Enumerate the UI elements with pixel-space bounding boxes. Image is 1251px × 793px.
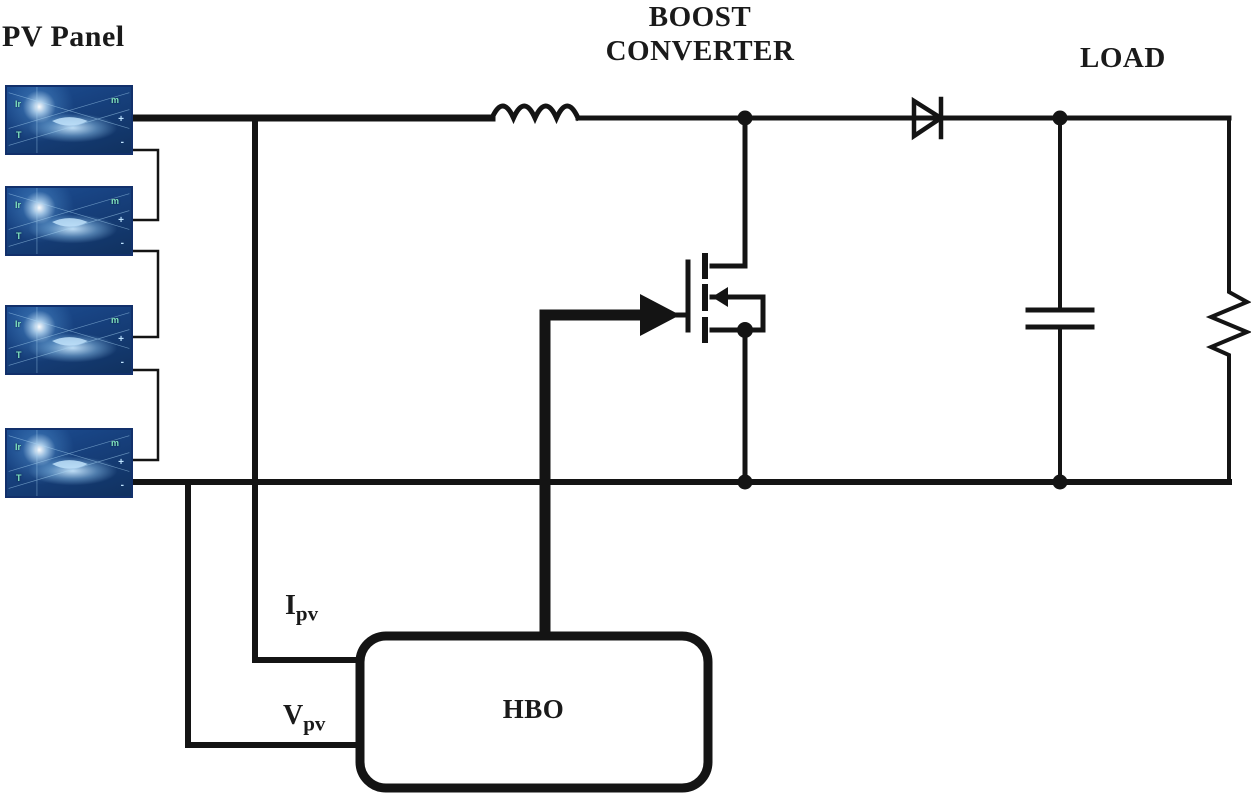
pv-panel-input-label-ir-2: Ir	[15, 200, 22, 210]
pv-panel-plus-4: +	[118, 457, 124, 468]
junction-dot-mosfet-source-bulk	[737, 322, 753, 338]
hbo-controller-box[interactable]	[355, 631, 713, 793]
wire-pv1-pv2	[131, 148, 160, 222]
inductor-symbol	[488, 103, 582, 125]
hbo-controller-label: HBO	[502, 694, 565, 724]
pv-panel-block-4[interactable]: Ir T m + -	[5, 428, 133, 498]
resistor-symbol	[1205, 283, 1251, 362]
pv-panel-graphic-2	[8, 188, 130, 254]
junction-dot-cap-ground	[1052, 474, 1068, 490]
pv-panel-port-t-4	[5, 478, 7, 482]
boost-title-line1: BOOST	[648, 1, 752, 33]
pv-panel-minus-4: -	[120, 480, 124, 491]
boost-title-line2: CONVERTER	[605, 35, 795, 68]
signal-label-vpv-sub: pv	[303, 711, 326, 736]
pv-panel-port-minus-2	[131, 248, 133, 256]
pv-panel-output-label-m-4: m	[110, 438, 119, 448]
gate-drive-arrowhead	[640, 294, 680, 336]
section-title-boost-converter: BOOST CONVERTER	[560, 0, 840, 68]
junction-dot-mosfet-ground	[737, 474, 753, 490]
wire-pv3-pv4	[131, 368, 160, 462]
pv-panel-port-plus-1	[131, 116, 133, 124]
pv-panel-port-plus-2	[131, 217, 133, 225]
pv-panel-plus-2: +	[118, 215, 124, 226]
pv-panel-port-t-1	[5, 135, 7, 139]
diode-triangle	[911, 96, 946, 141]
pv-panel-port-m-arrow-2	[131, 192, 133, 208]
signal-label-ipv: Ipv	[285, 590, 318, 624]
pv-panel-block-3[interactable]: Ir T m + -	[5, 305, 133, 375]
pv-panel-port-ir-3	[5, 323, 7, 327]
pv-panel-port-m-arrow-1	[131, 91, 133, 107]
pv-panel-input-label-t-4: T	[16, 473, 22, 483]
pv-panel-output-label-m-2: m	[110, 196, 119, 206]
pv-panel-port-ir-1	[5, 103, 7, 107]
pv-panel-block-2[interactable]: Ir T m + -	[5, 186, 133, 256]
pv-panel-port-minus-4	[131, 490, 133, 498]
pv-panel-port-t-2	[5, 236, 7, 240]
pv-panel-plus-1: +	[118, 114, 124, 125]
pv-panel-input-label-t-1: T	[16, 130, 22, 140]
pv-panel-output-label-m-3: m	[110, 315, 119, 325]
pv-panel-output-label-m-1: m	[110, 95, 119, 105]
pv-panel-graphic-4	[8, 430, 130, 496]
pv-panel-input-label-ir-4: Ir	[15, 442, 22, 452]
pv-panel-port-minus-1	[131, 147, 133, 155]
pv-panel-graphic-1	[8, 87, 130, 153]
pv-panel-port-plus-4	[131, 459, 133, 467]
page-title-pv-panel: PV Panel	[2, 20, 125, 53]
pv-panel-input-label-ir-3: Ir	[15, 319, 22, 329]
signal-label-ipv-sub: pv	[295, 601, 319, 626]
wire-pv2-pv3	[131, 249, 160, 339]
pv-panel-port-m-arrow-4	[131, 434, 133, 450]
junction-dot-inductor-mosfet	[737, 110, 753, 126]
pv-panel-port-ir-2	[5, 204, 7, 208]
pv-panel-port-ir-4	[5, 446, 7, 450]
pv-panel-minus-3: -	[120, 357, 124, 368]
pv-panel-port-minus-3	[131, 367, 133, 375]
pv-panel-plus-3: +	[118, 334, 124, 345]
pv-panel-minus-1: -	[120, 137, 124, 148]
signal-label-vpv: Vpv	[283, 700, 325, 734]
wire-vpv-sense	[185, 479, 365, 748]
pv-panel-input-label-t-3: T	[16, 350, 22, 360]
signal-label-ipv-base: I	[285, 590, 296, 621]
pv-panel-port-plus-3	[131, 336, 133, 344]
signal-label-vpv-base: V	[283, 700, 304, 731]
pv-panel-port-m-arrow-3	[131, 311, 133, 327]
pv-panel-input-label-ir-1: Ir	[15, 99, 22, 109]
pv-panel-input-label-t-2: T	[16, 231, 22, 241]
wire-ipv-sense	[252, 479, 365, 663]
mosfet-body-arrow	[712, 287, 728, 307]
pv-panel-block-1[interactable]: Ir T m + -	[5, 85, 133, 155]
pv-panel-port-t-3	[5, 355, 7, 359]
junction-dot-diode-cap	[1052, 110, 1068, 126]
section-title-load: LOAD	[1080, 42, 1166, 74]
pv-panel-graphic-3	[8, 307, 130, 373]
pv-panel-minus-2: -	[120, 238, 124, 249]
wire-gate-drive	[539, 309, 651, 644]
